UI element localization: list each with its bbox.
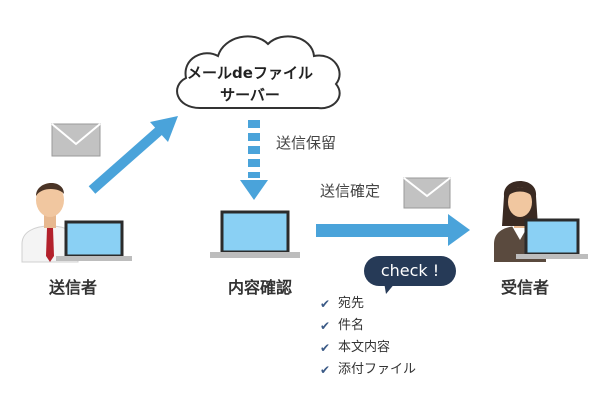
sender-label: 送信者 [48, 278, 97, 297]
envelope-icon [403, 177, 451, 209]
upload-arrow [88, 116, 178, 194]
check-item: ✔ 本文内容 [320, 337, 416, 359]
cloud-icon [176, 35, 341, 110]
check-item: ✔ 件名 [320, 315, 416, 337]
send-arrow [316, 214, 470, 246]
check-item: ✔ 宛先 [320, 293, 416, 315]
check-item-label: 添付ファイル [338, 362, 417, 377]
envelope-icon [51, 123, 101, 157]
laptop-icon [56, 220, 132, 261]
check-item-label: 本文内容 [338, 340, 391, 355]
cloud-title-line1: メールdeファイル [187, 64, 313, 82]
checkmark-icon: ✔ [320, 297, 331, 311]
check-bubble: check ! [364, 256, 456, 286]
receiver-label: 受信者 [500, 278, 549, 297]
confirm-label: 内容確認 [227, 278, 292, 297]
laptop-icon [210, 210, 300, 258]
checkmark-icon: ✔ [320, 319, 331, 333]
check-item: ✔ 添付ファイル [320, 359, 416, 381]
checkmark-icon: ✔ [320, 341, 331, 355]
hold-label: 送信保留 [276, 134, 337, 152]
check-item-label: 宛先 [338, 296, 365, 311]
cloud-title-line2: サーバー [220, 86, 280, 104]
checkmark-icon: ✔ [320, 363, 331, 377]
check-item-label: 件名 [338, 318, 365, 333]
check-list: ✔ 宛先 ✔ 件名 ✔ 本文内容 ✔ 添付ファイル [320, 293, 416, 381]
male-person-icon [21, 182, 79, 263]
hold-arrow [240, 120, 268, 200]
send-confirm-label: 送信確定 [320, 182, 381, 200]
cloud-title: メールdeファイル サーバー [170, 62, 330, 106]
laptop-icon [516, 218, 588, 259]
